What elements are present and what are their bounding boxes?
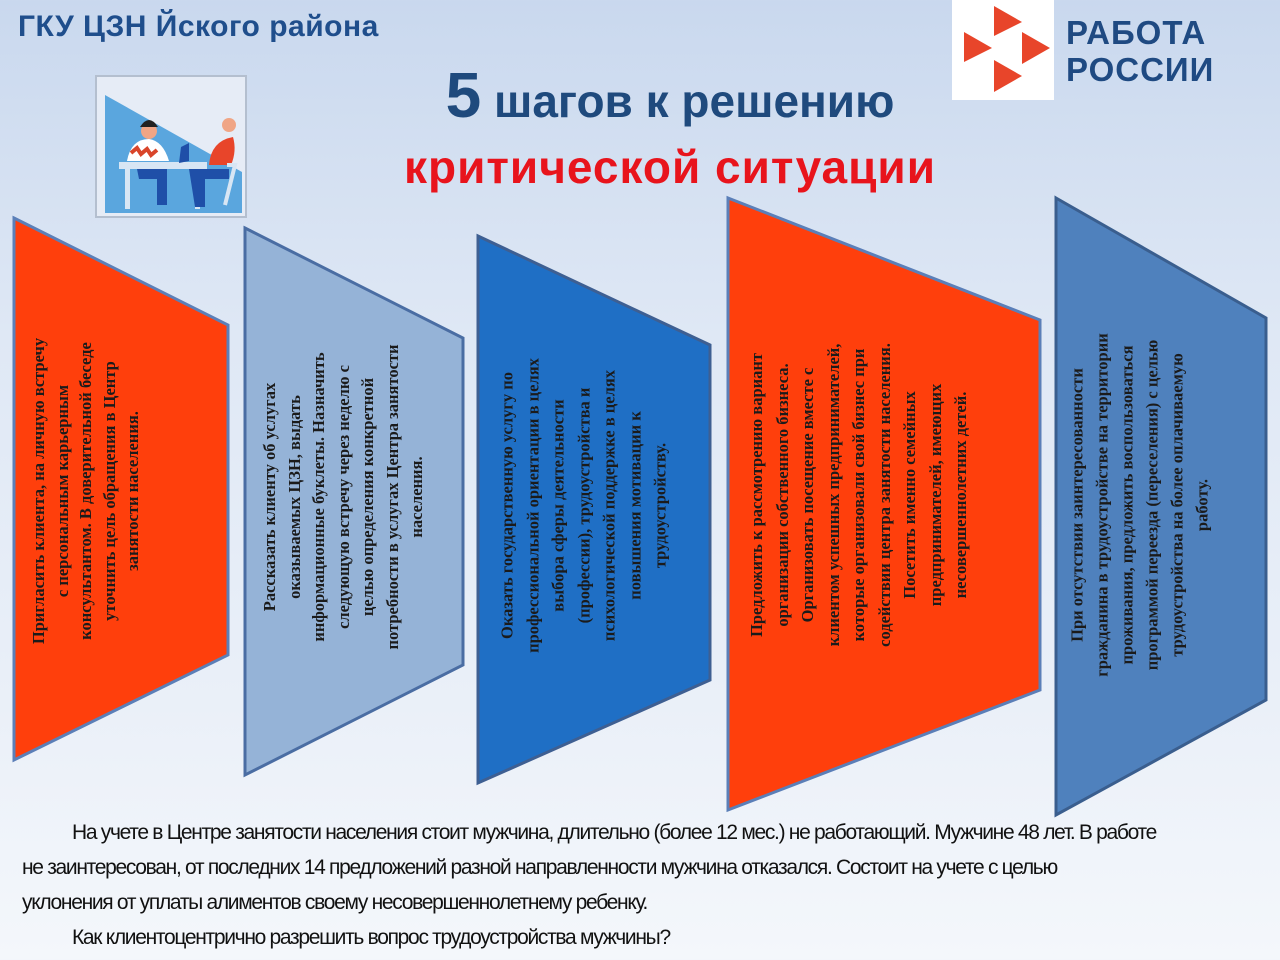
case-line-1: На учете в Центре занятости населения ст… xyxy=(72,821,1157,844)
step-3-panel xyxy=(476,233,712,786)
brand-line1: РАБОТА xyxy=(1066,14,1207,51)
arrows-logo-icon xyxy=(964,6,1050,92)
brand-line2: РОССИИ xyxy=(1066,51,1215,88)
page-title: 5 шагов к решению xyxy=(0,58,1280,132)
step-5-text: При отсутствии заинтересованности гражда… xyxy=(1067,333,1212,677)
step-3-text: Оказать государственную услугу по профес… xyxy=(497,358,670,653)
case-line-2: не заинтересован, от последних 14 предло… xyxy=(22,856,1058,879)
step-2-panel xyxy=(243,225,465,778)
organization-name: ГКУ ЦЗН Йского района xyxy=(18,10,379,43)
case-description: На учете в Центре занятости населения ст… xyxy=(22,815,1272,955)
step-1-text: Пригласить клиента, на личную встречу с … xyxy=(29,337,142,645)
case-question: Как клиентоцентрично разрешить вопрос тр… xyxy=(72,926,671,949)
step-4-panel xyxy=(726,195,1042,813)
case-line-3: уклонения от уплаты алиментов своему нес… xyxy=(22,891,648,914)
consultation-illustration xyxy=(95,75,247,218)
step-4-text: Предложить к рассмотрению вариант органи… xyxy=(747,343,970,647)
title-text: шагов к решению xyxy=(481,75,895,127)
step-5-panel xyxy=(1054,195,1268,818)
brand-name: РАБОТА РОССИИ xyxy=(1066,14,1214,88)
title-number: 5 xyxy=(445,59,482,131)
step-2-text: Рассказать клиенту об услугах оказываемы… xyxy=(260,344,426,650)
rabota-rossii-logo xyxy=(952,0,1054,100)
page-subtitle: критической ситуации xyxy=(404,141,936,193)
step-1-panel xyxy=(12,215,230,763)
